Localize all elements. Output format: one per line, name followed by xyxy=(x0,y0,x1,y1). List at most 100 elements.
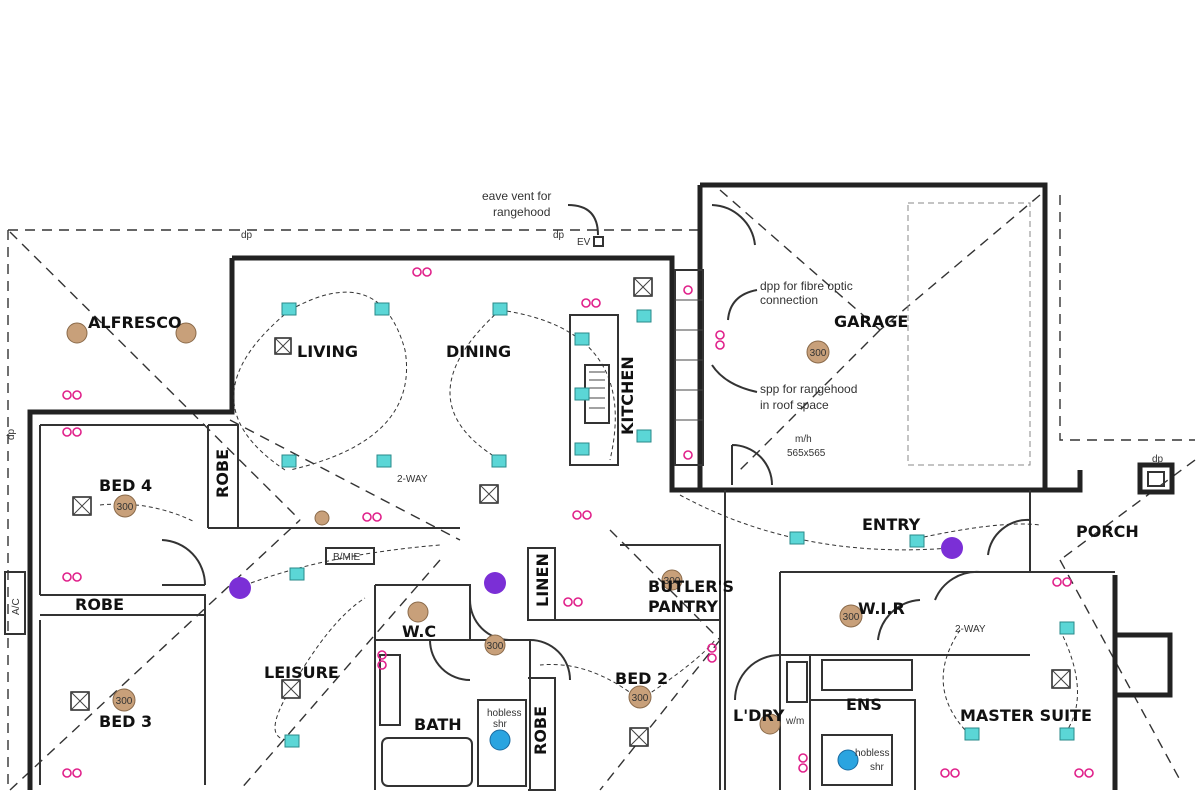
room-label-ldry: L'DRY xyxy=(733,706,785,725)
shower-icon xyxy=(837,749,859,771)
exhaust-fan-icon xyxy=(281,679,301,699)
room-label-ens: ENS xyxy=(846,695,882,714)
note-spp-2: in roof space xyxy=(760,398,829,412)
note-mh: m/h xyxy=(795,434,812,445)
room-label-leisure: LEISURE xyxy=(264,663,339,682)
downlights xyxy=(66,322,863,735)
power-point-icon xyxy=(1052,577,1072,587)
note-hobless-2: shr xyxy=(870,762,885,773)
room-label-bed2: BED 2 xyxy=(615,669,668,688)
exhaust-fan-icon xyxy=(479,484,499,504)
tv-points xyxy=(281,302,1075,748)
room-label-alfresco: ALFRESCO xyxy=(88,313,182,332)
light-value: 300 xyxy=(632,693,649,704)
exhaust-fan-icon xyxy=(1051,669,1071,689)
exhaust-fans xyxy=(70,277,1071,747)
power-point-icon xyxy=(572,510,592,520)
room-label-wir: W.I.R xyxy=(858,599,905,618)
room-label-bath: BATH xyxy=(414,715,462,734)
note-hobless-2: shr xyxy=(493,719,508,730)
bathroom-fixtures xyxy=(379,654,913,787)
downlight-icon xyxy=(806,340,830,364)
downlight-icon xyxy=(484,634,506,656)
tv-point-icon xyxy=(574,442,590,456)
power-point-icon xyxy=(707,643,717,663)
note-dp: dp xyxy=(553,230,565,241)
annotations: eave vent for rangehood EV dp dp dp dp d… xyxy=(4,189,1164,773)
downlight-icon xyxy=(407,601,429,623)
tv-point-icon xyxy=(284,734,300,748)
tv-point-icon xyxy=(574,332,590,346)
room-label-master-suite: MASTER SUITE xyxy=(960,706,1092,725)
note-hobless: hobless xyxy=(487,708,521,719)
power-point-icon xyxy=(62,768,82,778)
exterior-walls xyxy=(27,182,1175,790)
tv-point-icon xyxy=(636,429,652,443)
room-label-butlers: BUTLER'S xyxy=(648,577,734,596)
note-ev: EV xyxy=(577,237,591,248)
power-point-icon xyxy=(412,267,432,277)
room-label-porch: PORCH xyxy=(1076,522,1139,541)
room-label-garage: GARAGE xyxy=(834,312,908,331)
note-hobless: hobless xyxy=(855,748,889,759)
note-two-way: 2-WAY xyxy=(397,474,428,485)
power-point-icon xyxy=(62,390,82,400)
room-label-pantry: PANTRY xyxy=(648,597,718,616)
room-label-living: LIVING xyxy=(297,342,358,361)
note-eave-vent: eave vent for xyxy=(482,189,551,203)
kitchen-island xyxy=(569,269,704,466)
room-label-wc: W.C xyxy=(402,622,436,641)
note-dpp-fibre-2: connection xyxy=(760,293,818,307)
tv-point-icon xyxy=(574,387,590,401)
note-ac: A/C xyxy=(11,598,22,615)
showers xyxy=(489,729,859,771)
power-point-icon xyxy=(62,427,82,437)
tv-point-icon xyxy=(491,454,507,468)
tv-point-icon xyxy=(281,454,297,468)
power-point-icon xyxy=(62,572,82,582)
note-dp: dp xyxy=(1152,454,1164,465)
note-spp: spp for rangehood xyxy=(760,382,857,396)
downlight-icon xyxy=(628,685,652,709)
garage-parking-zone xyxy=(907,202,1031,466)
power-point-icon xyxy=(377,650,387,670)
power-point-icon xyxy=(581,298,601,308)
tv-point-icon xyxy=(964,727,980,741)
downlight-icon xyxy=(112,688,136,712)
smoke-alarm-icon xyxy=(484,572,506,594)
room-labels: ALFRESCO LIVING DINING KITCHEN GARAGE BE… xyxy=(75,312,1139,755)
tv-point-icon xyxy=(281,302,297,316)
note-mh-2: 565x565 xyxy=(787,448,826,459)
light-value: 300 xyxy=(487,641,504,652)
downlight-icon xyxy=(66,322,88,344)
room-label-robe-bed2: ROBE xyxy=(531,706,550,755)
power-point-icon xyxy=(1074,768,1094,778)
room-label-robe-bed3: ROBE xyxy=(75,595,124,614)
power-point-icon xyxy=(798,753,808,773)
power-point-icon xyxy=(683,285,693,460)
tv-point-icon xyxy=(789,531,805,545)
wiring-runs xyxy=(99,291,1078,741)
tv-point-icon xyxy=(374,302,390,316)
downlight-icon xyxy=(839,604,863,628)
light-value: 300 xyxy=(664,576,681,587)
power-point-icon xyxy=(362,512,382,522)
note-bmie: B/MIE xyxy=(333,552,361,563)
room-label-kitchen: KITCHEN xyxy=(618,356,637,435)
exhaust-fan-icon xyxy=(629,727,649,747)
light-value: 300 xyxy=(116,696,133,707)
exhaust-fan-icon xyxy=(633,277,653,297)
note-wm: w/m xyxy=(785,716,804,727)
power-points xyxy=(62,267,1094,778)
exhaust-fan-icon xyxy=(72,496,92,516)
room-label-dining: DINING xyxy=(446,342,511,361)
power-point-icon xyxy=(940,768,960,778)
note-dp: dp xyxy=(241,230,253,241)
downlight-icon xyxy=(314,510,330,526)
tv-point-icon xyxy=(909,534,925,548)
exhaust-fan-icon xyxy=(274,337,292,355)
downlight-icon xyxy=(175,322,197,344)
tv-point-icon xyxy=(636,309,652,323)
power-point-icon xyxy=(563,597,583,607)
tv-point-icon xyxy=(1059,727,1075,741)
